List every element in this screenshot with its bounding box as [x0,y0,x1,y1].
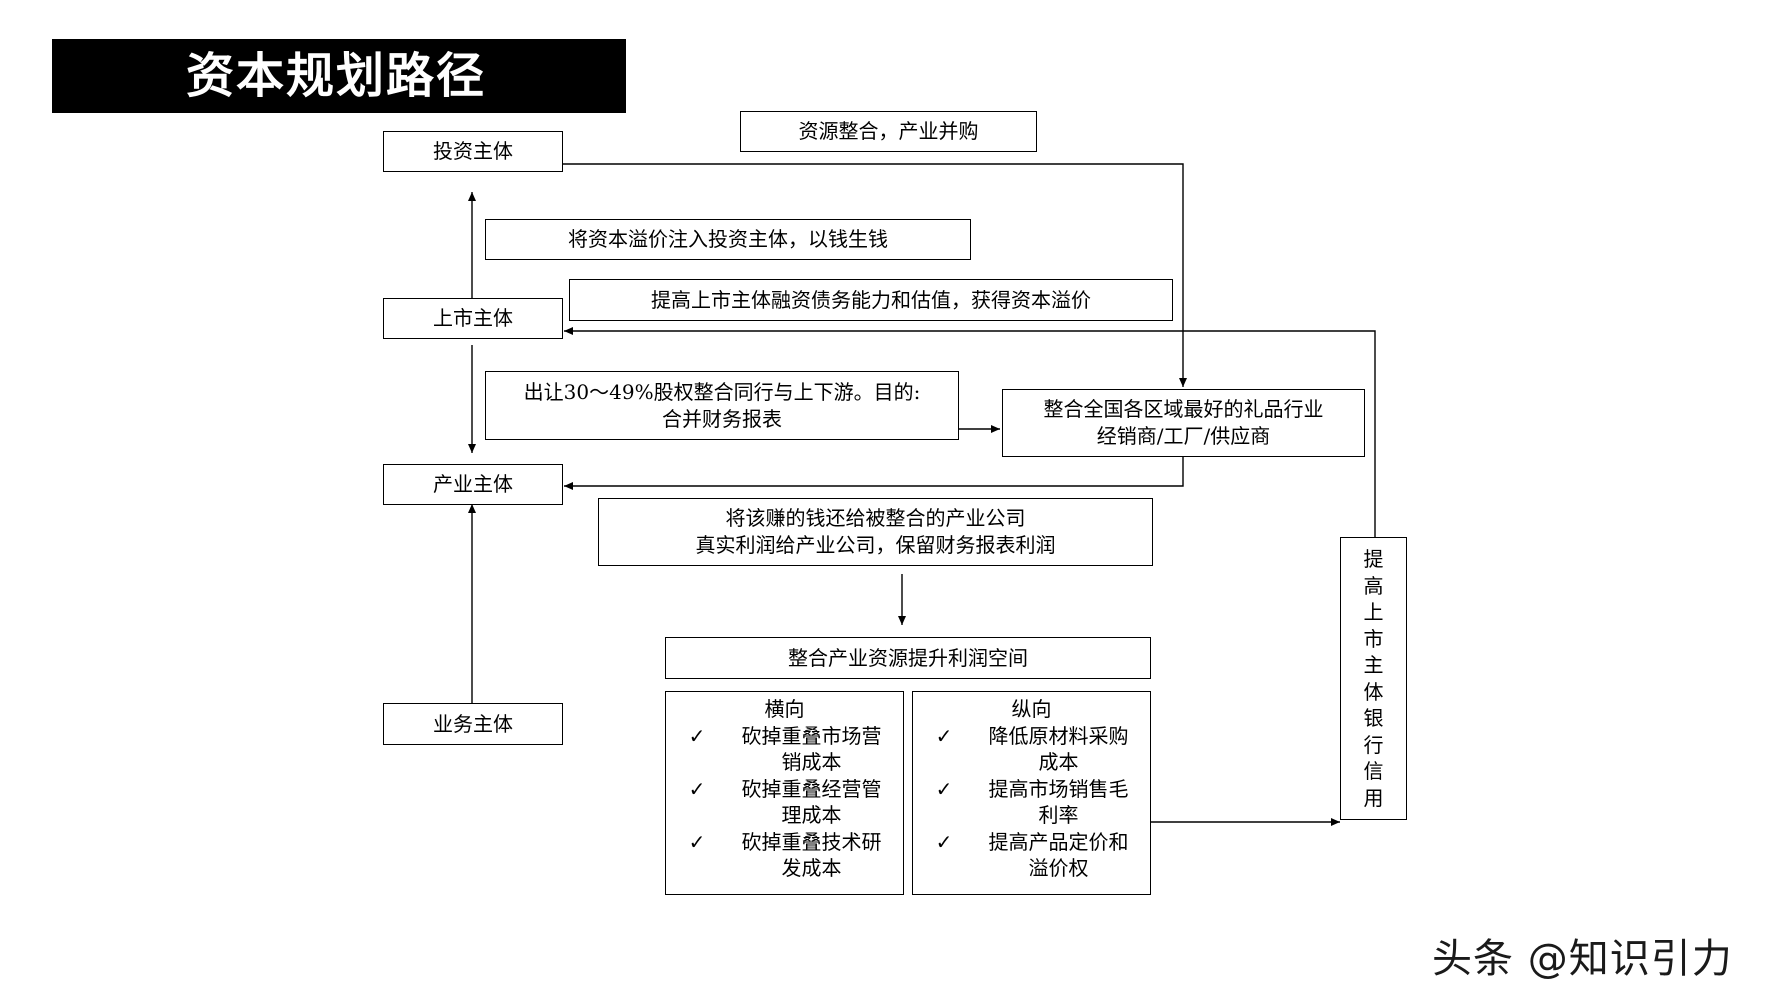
bank-credit-char: 体 [1363,679,1384,704]
list-item-text: 提高市场销售毛 [988,776,1129,801]
resource-merge-box: 资源整合，产业并购 [740,111,1037,152]
arrow-integrate-to-industry [564,457,1184,490]
return-money-line2: 真实利润给产业公司，保留财务报表利润 [695,533,1056,557]
horizontal-heading: 横向 [764,697,805,721]
watermark: 头条 @知识引力 [1432,936,1733,982]
checkmark-icon: ✓ [688,776,706,801]
checkmark-icon: ✓ [935,723,953,748]
checkmark-icon: ✓ [935,829,953,854]
integrate-line2: 经销商/工厂/供应商 [1096,424,1271,448]
inject-premium-box: 将资本溢价注入投资主体，以钱生钱 [485,219,971,260]
business-entity-label: 业务主体 [433,711,513,736]
bank-credit-char: 行 [1363,732,1384,757]
bank-credit-box: 提 高 上 市 主 体 银 行 信 用 [1340,537,1407,820]
listed-entity-box: 上市主体 [383,298,563,339]
vertical-detail-box: 纵向 ✓ 降低原材料采购成本 ✓ 提高市场销售毛利率 ✓ 提高产品定价和溢价权 [912,691,1151,895]
list-item-text: 砍掉重叠市场营 [741,723,882,748]
list-item-text: 销成本 [781,750,842,774]
return-money-line1: 将该赚的钱还给被整合的产业公司 [725,506,1026,530]
horizontal-detail-box: 横向 ✓ 砍掉重叠市场营销成本 ✓ 砍掉重叠经营管理成本 ✓ 砍掉重叠技术研发成… [665,691,904,895]
bank-credit-char: 市 [1363,626,1384,651]
list-item-text: 理成本 [781,803,842,827]
integrate-line1: 整合全国各区域最好的礼品行业 [1043,397,1324,421]
transfer-equity-line1: 出让30～49%股权整合同行与上下游。目的: [523,379,921,404]
list-item-text: 提高产品定价和 [988,829,1129,854]
bank-credit-char: 银 [1363,706,1384,730]
bank-credit-char: 信 [1363,759,1384,783]
bank-credit-char: 主 [1363,653,1384,677]
profit-space-box: 整合产业资源提升利润空间 [665,637,1151,679]
arrow-bank-credit-to-listed [564,327,1376,537]
list-item: ✓ 砍掉重叠市场营销成本 [666,723,903,776]
list-item-text: 发成本 [781,856,842,880]
list-item: ✓ 砍掉重叠技术研发成本 [666,829,903,882]
list-item-text: 砍掉重叠经营管 [741,776,882,801]
checkmark-icon: ✓ [688,829,706,854]
integrate-dealers-box: 整合全国各区域最好的礼品行业 经销商/工厂/供应商 [1002,389,1365,457]
vertical-heading: 纵向 [1011,697,1052,721]
bank-credit-char: 提 [1363,547,1384,571]
list-item: ✓ 提高市场销售毛利率 [913,776,1150,829]
arrow-investment-to-integrate [563,163,1187,387]
industry-entity-label: 产业主体 [433,472,513,496]
business-entity-box: 业务主体 [383,703,563,745]
list-item: ✓ 提高产品定价和溢价权 [913,829,1150,882]
list-item: ✓ 砍掉重叠经营管理成本 [666,776,903,829]
transfer-equity-box: 出让30～49%股权整合同行与上下游。目的: 合并财务报表 [485,371,959,440]
investment-entity-box: 投资主体 [383,131,563,172]
listed-entity-label: 上市主体 [433,306,513,330]
raise-financing-box: 提高上市主体融资债务能力和估值，获得资本溢价 [569,279,1173,321]
transfer-equity-line2: 合并财务报表 [661,406,782,431]
page-title: 资本规划路径 [52,39,626,113]
list-item-text: 利率 [1038,803,1079,827]
list-item: ✓ 降低原材料采购成本 [913,723,1150,776]
industry-entity-box: 产业主体 [383,464,563,505]
checkmark-icon: ✓ [935,776,953,801]
investment-entity-label: 投资主体 [433,139,513,163]
list-item-text: 溢价权 [1028,856,1089,880]
checkmark-icon: ✓ [688,723,706,748]
bank-credit-char: 用 [1363,785,1384,810]
inject-premium-label: 将资本溢价注入投资主体，以钱生钱 [568,227,888,251]
list-item-text: 砍掉重叠技术研 [741,829,882,854]
raise-financing-label: 提高上市主体融资债务能力和估值，获得资本溢价 [651,287,1091,312]
resource-merge-label: 资源整合，产业并购 [798,119,979,143]
return-money-box: 将该赚的钱还给被整合的产业公司 真实利润给产业公司，保留财务报表利润 [598,498,1153,566]
profit-space-label: 整合产业资源提升利润空间 [788,645,1028,670]
list-item-text: 降低原材料采购 [988,723,1129,748]
bank-credit-char: 上 [1363,600,1384,624]
bank-credit-char: 高 [1363,573,1384,598]
list-item-text: 成本 [1038,750,1079,774]
